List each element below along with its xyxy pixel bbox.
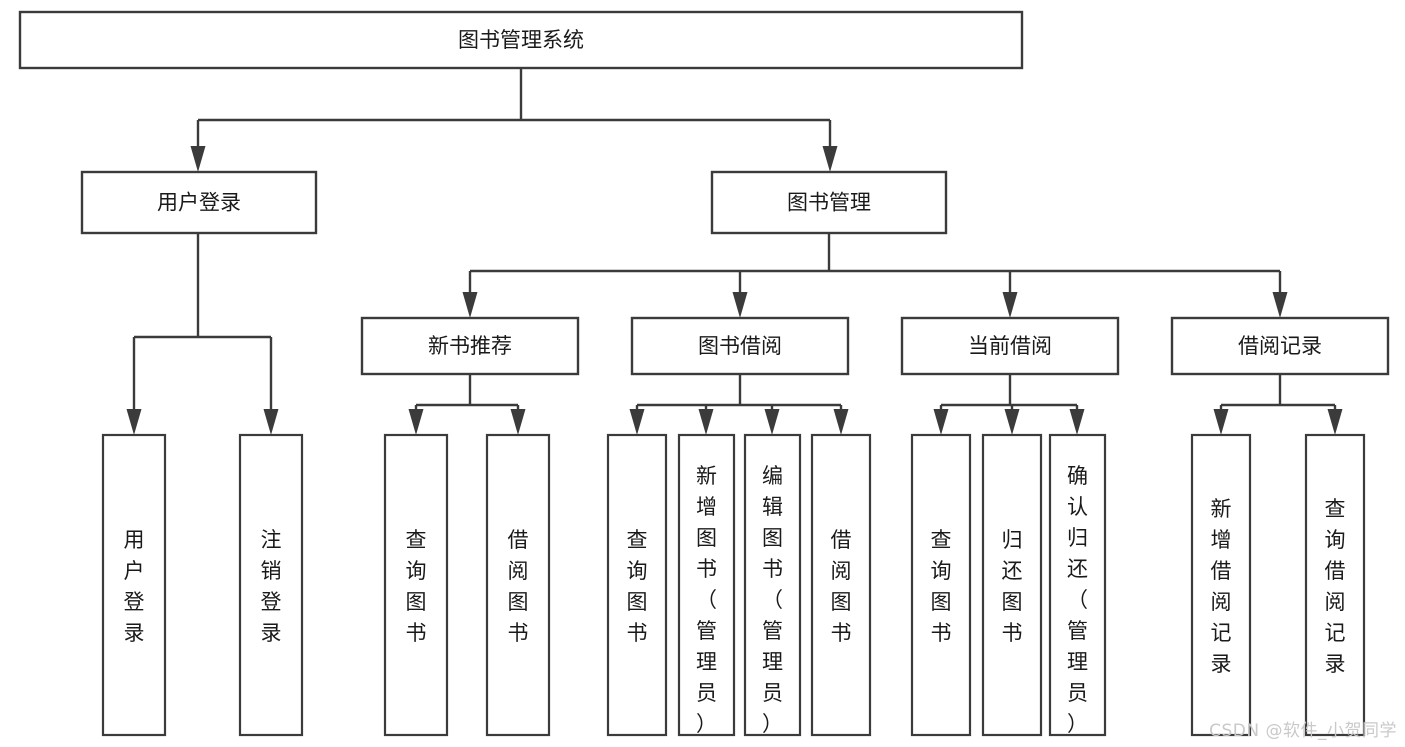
connector-bb-a4 — [833, 405, 849, 435]
node-label-book-management: 图书管理 — [787, 191, 871, 215]
connectors-layer — [126, 68, 1343, 435]
node-book-management[interactable]: 图书管理 — [710, 170, 948, 235]
node-leaf-borrow-books-borrow[interactable]: 借阅图书 — [810, 433, 872, 737]
node-box-root[interactable] — [18, 10, 1024, 70]
node-label-leaf-add-borrow-record: 新增借阅记录 — [1211, 497, 1232, 676]
node-new-book-recommend[interactable]: 新书推荐 — [360, 316, 580, 376]
node-box-leaf-add-borrow-record[interactable] — [1190, 433, 1252, 737]
node-box-leaf-return-books[interactable] — [981, 433, 1043, 737]
node-leaf-query-books-current[interactable]: 查询图书 — [910, 433, 972, 737]
node-leaf-edit-book-admin[interactable]: 编辑图书（管理员） — [743, 433, 802, 737]
node-leaf-query-books-new[interactable]: 查询图书 — [383, 433, 449, 737]
node-label-leaf-user-login: 用户登录 — [124, 528, 145, 645]
node-root[interactable]: 图书管理系统 — [18, 10, 1024, 70]
connector-cb-a2 — [1004, 405, 1020, 435]
node-label-root: 图书管理系统 — [458, 28, 584, 52]
watermark-label: CSDN @软件_小贺同学 — [1209, 721, 1397, 741]
connector-nb-a1 — [408, 405, 424, 435]
node-box-leaf-borrow-books-borrow[interactable] — [810, 433, 872, 737]
node-leaf-query-books-borrow[interactable]: 查询图书 — [606, 433, 668, 737]
node-leaf-add-borrow-record[interactable]: 新增借阅记录 — [1190, 433, 1252, 737]
node-box-leaf-query-books-current[interactable] — [910, 433, 972, 737]
node-leaf-return-books[interactable]: 归还图书 — [981, 433, 1043, 737]
node-label-leaf-query-borrow-record: 查询借阅记录 — [1325, 497, 1346, 676]
connector-bm-to-book-borrow — [732, 271, 748, 318]
node-box-book-management[interactable] — [710, 170, 948, 235]
node-box-current-borrow[interactable] — [900, 316, 1120, 376]
node-label-leaf-edit-book-admin: 编辑图书（管理员） — [762, 464, 783, 736]
node-label-leaf-add-book-admin: 新增图书（管理员） — [696, 464, 717, 736]
node-label-leaf-query-books-current: 查询图书 — [931, 528, 952, 645]
node-label-new-book-recommend: 新书推荐 — [428, 334, 512, 358]
connector-br-a1 — [1213, 405, 1229, 435]
node-leaf-borrow-books-new[interactable]: 借阅图书 — [485, 433, 551, 737]
node-box-leaf-query-borrow-record[interactable] — [1304, 433, 1366, 737]
node-label-leaf-confirm-return-admin: 确认归还（管理员） — [1067, 464, 1088, 736]
connector-bm-to-record — [1272, 271, 1288, 318]
node-box-leaf-query-books-borrow[interactable] — [606, 433, 668, 737]
node-label-current-borrow: 当前借阅 — [968, 334, 1052, 358]
node-box-leaf-user-login[interactable] — [101, 433, 167, 737]
node-current-borrow[interactable]: 当前借阅 — [900, 316, 1120, 376]
connector-bb-a3 — [764, 405, 780, 435]
connector-bb-a1 — [629, 405, 645, 435]
connector-ul-to-leaf2 — [263, 337, 279, 435]
node-box-leaf-edit-book-admin[interactable] — [743, 433, 802, 737]
connector-bb-a2 — [698, 405, 714, 435]
node-label-book-borrow: 图书借阅 — [698, 334, 782, 358]
node-label-leaf-borrow-books-borrow: 借阅图书 — [831, 528, 852, 645]
node-box-book-borrow[interactable] — [630, 316, 850, 376]
node-label-leaf-logout: 注销登录 — [261, 528, 282, 645]
node-box-leaf-add-book-admin[interactable] — [677, 433, 736, 737]
connector-nb-a2 — [510, 405, 526, 435]
connector-br-a2 — [1327, 405, 1343, 435]
node-leaf-user-login[interactable]: 用户登录 — [101, 433, 167, 737]
node-book-borrow[interactable]: 图书借阅 — [630, 316, 850, 376]
connector-root-to-user-login — [190, 120, 206, 172]
node-leaf-logout[interactable]: 注销登录 — [238, 433, 304, 737]
connector-root-to-book-mgmt — [822, 120, 838, 172]
node-borrow-record[interactable]: 借阅记录 — [1170, 316, 1390, 376]
node-box-leaf-logout[interactable] — [238, 433, 304, 737]
connector-ul-to-leaf1 — [126, 337, 142, 435]
node-label-user-login: 用户登录 — [157, 191, 241, 215]
node-label-leaf-query-books-new: 查询图书 — [406, 528, 427, 645]
connector-cb-a1 — [933, 405, 949, 435]
node-leaf-confirm-return-admin[interactable]: 确认归还（管理员） — [1048, 433, 1107, 737]
node-label-leaf-return-books: 归还图书 — [1002, 528, 1023, 645]
nodes-layer: 图书管理系统用户登录图书管理新书推荐图书借阅当前借阅借阅记录用户登录注销登录查询… — [18, 10, 1390, 737]
connector-bm-to-new-book — [462, 271, 478, 318]
connector-bm-to-current — [1002, 271, 1018, 318]
node-user-login[interactable]: 用户登录 — [80, 170, 318, 235]
node-box-new-book-recommend[interactable] — [360, 316, 580, 376]
node-leaf-query-borrow-record[interactable]: 查询借阅记录 — [1304, 433, 1366, 737]
node-box-leaf-query-books-new[interactable] — [383, 433, 449, 737]
node-label-leaf-borrow-books-new: 借阅图书 — [508, 528, 529, 645]
node-box-user-login[interactable] — [80, 170, 318, 235]
node-leaf-add-book-admin[interactable]: 新增图书（管理员） — [677, 433, 736, 737]
node-label-borrow-record: 借阅记录 — [1238, 334, 1322, 358]
connector-cb-a3 — [1069, 405, 1085, 435]
node-box-leaf-borrow-books-new[interactable] — [485, 433, 551, 737]
node-box-borrow-record[interactable] — [1170, 316, 1390, 376]
node-box-leaf-confirm-return-admin[interactable] — [1048, 433, 1107, 737]
node-label-leaf-query-books-borrow: 查询图书 — [627, 528, 648, 645]
